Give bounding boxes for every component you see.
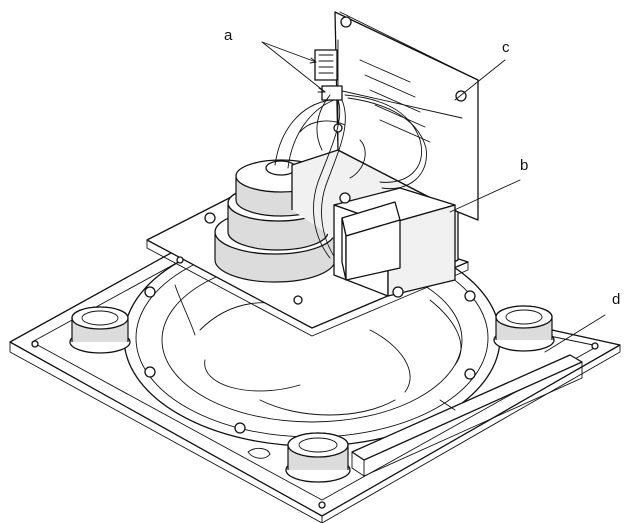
terminal-strip	[359, 59, 431, 143]
rail-strip	[351, 354, 583, 477]
callout-leaders	[261, 41, 606, 353]
callout-label-a: a	[224, 27, 233, 44]
bottom-knob	[285, 432, 351, 483]
connectors	[314, 49, 343, 101]
left-knob	[69, 306, 131, 354]
callout-label-d: d	[612, 291, 620, 308]
screws	[31, 256, 599, 509]
transformer	[333, 187, 456, 298]
right-knob	[493, 305, 555, 352]
callout-label-b: b	[520, 157, 528, 174]
callout-label-c: c	[502, 39, 510, 56]
wiring-harness	[274, 94, 427, 263]
